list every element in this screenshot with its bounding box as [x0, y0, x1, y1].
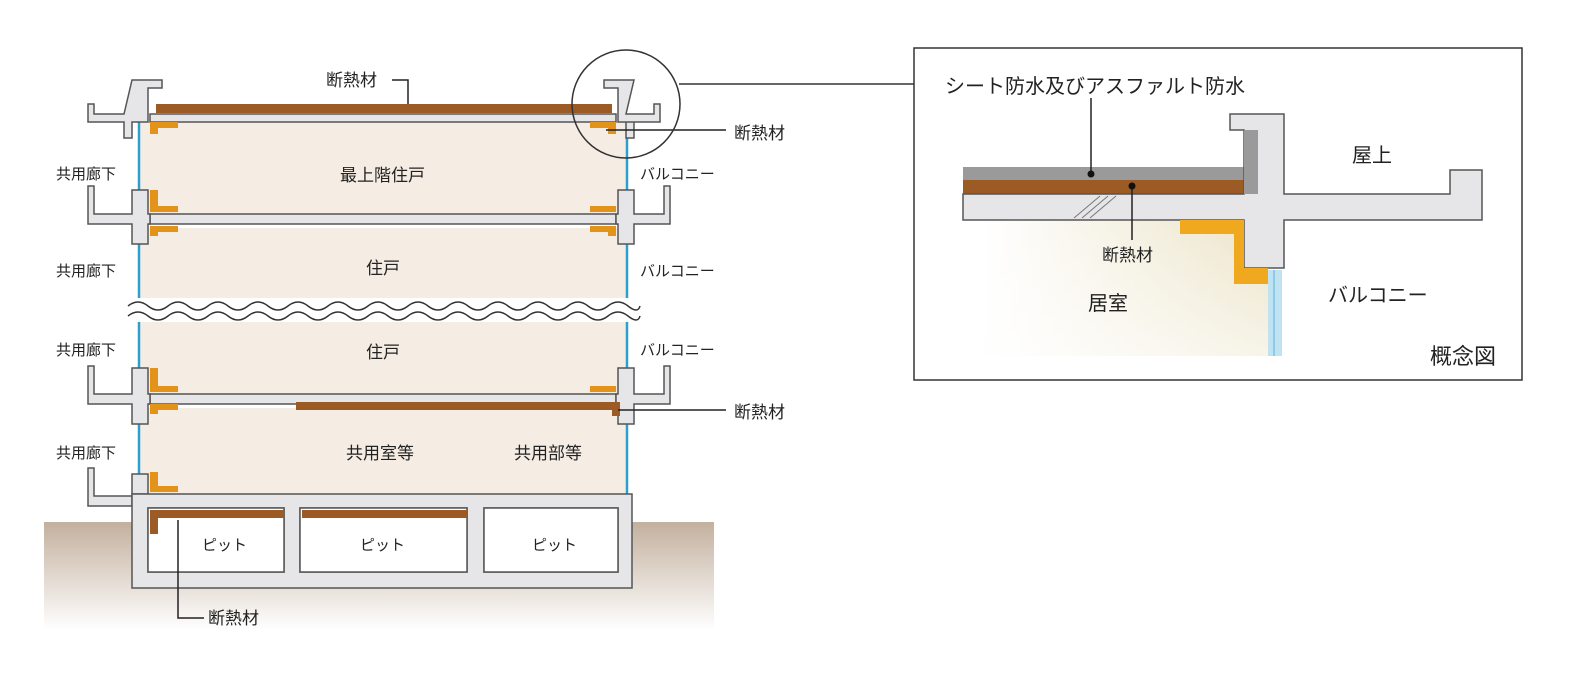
- pit-insulation-1: [150, 510, 284, 518]
- ground-corridor-ledge: [87, 467, 149, 507]
- roof-slab: [149, 113, 617, 123]
- label-balcony-1: バルコニー: [640, 165, 715, 183]
- floor-slab-2: [149, 213, 617, 225]
- top-unit-room: [140, 122, 626, 214]
- label-corridor-3: 共用廊下: [56, 341, 116, 359]
- label-insulation-right-top: 断熱材: [734, 124, 785, 144]
- detail-caption: 概念図: [1430, 345, 1496, 370]
- detail-orange-insulation: [1180, 220, 1268, 284]
- floor-column-left-2: [87, 185, 151, 245]
- unit-room-upper: [140, 228, 626, 308]
- label-insulation-pit: 断熱材: [208, 609, 259, 629]
- magnifier-circle: [571, 49, 681, 159]
- label-insulation-right-floor: 断熱材: [734, 403, 785, 423]
- detail-label-insulation: 断熱材: [1102, 246, 1153, 266]
- label-unit-upper: 住戸: [366, 259, 400, 279]
- main-labels: 断熱材 断熱材 断熱材 断熱材 最上階住戸 住戸 住戸 共用室等 共用部等 共用…: [56, 71, 785, 629]
- label-pit-2: ピット: [360, 536, 405, 554]
- pit-insulation-2: [302, 510, 467, 518]
- label-top-unit: 最上階住戸: [340, 166, 425, 186]
- insulation-brown: [150, 104, 620, 534]
- floor-column-left-3: [87, 365, 151, 425]
- roof-parapet-right: [603, 79, 661, 139]
- floor-insulation-3: [296, 402, 616, 410]
- unit-room-lower: [140, 318, 626, 394]
- common-room: [140, 408, 626, 494]
- label-pit-1: ピット: [202, 536, 247, 554]
- concept-detail-panel: シート防水及びアスファルト防水 屋上 断熱材 居室 バルコニー 概念図: [913, 47, 1523, 381]
- label-balcony-3: バルコニー: [640, 341, 715, 359]
- detail-insulation-layer: [963, 180, 1259, 194]
- label-corridor-1: 共用廊下: [56, 165, 116, 183]
- roof-insulation: [156, 104, 612, 113]
- label-balcony-2: バルコニー: [640, 262, 715, 280]
- pit-boxes: [147, 507, 619, 573]
- floor-column-right-3: [615, 365, 671, 425]
- floor-column-right-2: [615, 185, 671, 245]
- detail-waterproof-layer: [963, 167, 1259, 180]
- label-corridor-4: 共用廊下: [56, 444, 116, 462]
- concrete-structure: [87, 79, 671, 589]
- label-insulation-roof: 断熱材: [326, 71, 377, 91]
- label-common-room: 共用室等: [346, 444, 414, 464]
- detail-label-room: 居室: [1088, 291, 1128, 315]
- roof-parapet-left: [87, 79, 163, 139]
- label-corridor-2: 共用廊下: [56, 262, 116, 280]
- label-unit-lower: 住戸: [366, 343, 400, 363]
- section-break: [127, 298, 641, 322]
- label-common-area: 共用部等: [514, 444, 582, 464]
- room-fills: [140, 122, 626, 494]
- detail-label-balcony: バルコニー: [1328, 283, 1428, 307]
- detail-label-waterproof: シート防水及びアスファルト防水: [945, 74, 1245, 98]
- insulation-orange: [150, 122, 616, 492]
- detail-label-roof: 屋上: [1352, 143, 1392, 167]
- label-pit-3: ピット: [532, 536, 577, 554]
